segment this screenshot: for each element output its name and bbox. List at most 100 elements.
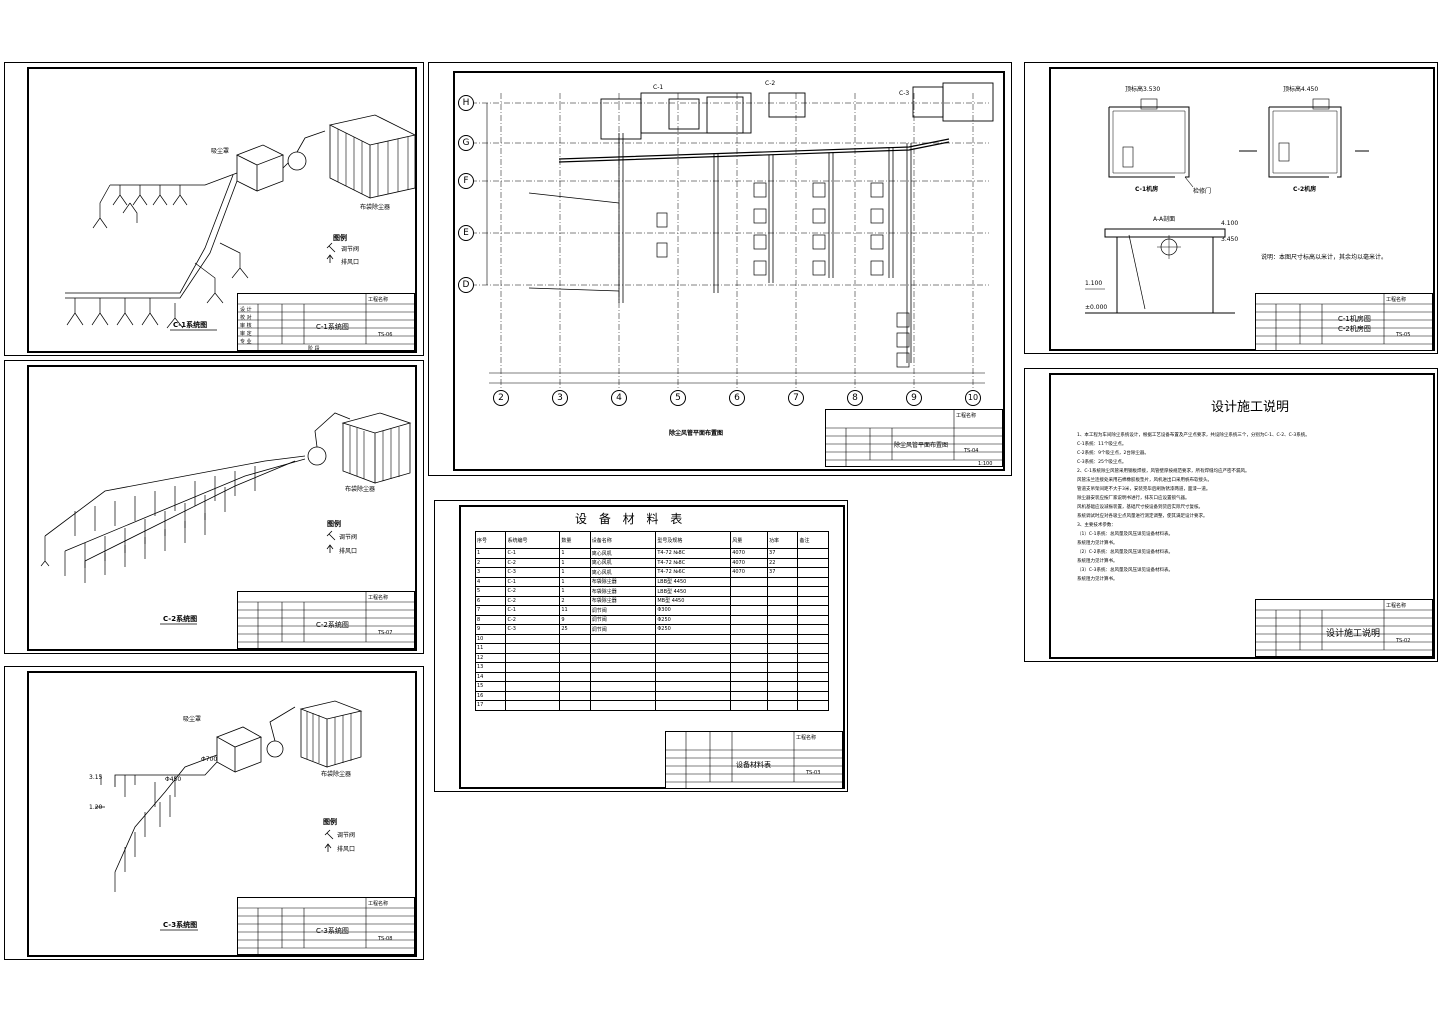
- cell: 11: [559, 605, 591, 616]
- cell: 4070: [730, 548, 769, 559]
- note-line: 1、本工程为车间除尘系统设计，根据工艺设备布置及产尘点要求，共设除尘系统三个，分…: [1077, 433, 1310, 438]
- cell: [797, 605, 829, 616]
- cell: 11: [474, 643, 507, 654]
- cell: 13: [474, 662, 507, 673]
- c3-legend-exhaust: 排风口: [337, 846, 356, 853]
- table-row: 13: [474, 662, 829, 673]
- header-cell: 型号及规格: [655, 531, 732, 549]
- c3-dim3: Φ450: [165, 776, 182, 783]
- detail-elev2: 3.450: [1221, 236, 1239, 243]
- cell: 离心风机: [589, 567, 657, 578]
- materials-title: 设 备 材 料 表: [575, 512, 687, 526]
- c1-title-block: 工程名称 设 计 校 对 审 核 审 定 专 业 C-1系统图 TS-06 阶 …: [237, 293, 415, 352]
- cell: 1: [559, 557, 591, 568]
- cell: [797, 662, 829, 673]
- cell: [767, 652, 799, 663]
- cell: [730, 690, 769, 701]
- tb-drawing-no: TS-08: [378, 936, 393, 942]
- detail-title-block: 工程名称 C-1机房图 C-2机房图 TS-05: [1255, 293, 1433, 351]
- sheet-c2-system: 布袋除尘器 图例 调节阀 排风口 C-2系统图 工程名称 C-2系统图 TS-0…: [4, 360, 424, 654]
- header-cell: 备注: [797, 531, 829, 549]
- cell: [505, 633, 561, 644]
- note-line: （2）C-2系统：总风量及风压详见设备材料表。: [1077, 550, 1173, 555]
- cell: C-2: [505, 557, 561, 568]
- cell: [505, 662, 561, 673]
- sheet-c1-system: 吸尘罩 布袋除尘器 图例 调节阀 排风口 C-1系统图 工程名称 设 计 校 对…: [4, 62, 424, 356]
- cell: [730, 662, 769, 673]
- cell: [505, 671, 561, 682]
- note-line: 系统阻力见计算书。: [1077, 559, 1118, 564]
- cell: 2: [559, 595, 591, 606]
- axis-10: 10: [965, 390, 981, 406]
- note-line: C-3系统：25个吸尘点。: [1077, 460, 1127, 465]
- cell: T4-72 №8C: [655, 557, 732, 568]
- cell: [589, 652, 657, 663]
- cell: [797, 690, 829, 701]
- tb-project: 工程名称: [1386, 603, 1407, 609]
- cell: [797, 548, 829, 559]
- tb-drawing-name: C-2系统图: [316, 621, 349, 629]
- table-header: 序号 系统编号 数量 设备名称 型号及规格 风量 功率 备注: [474, 531, 829, 549]
- plan-title-block: 工程名称 除尘风管平面布置图 TS-04 1:100: [825, 409, 1003, 467]
- tb-drawing-name-1: C-1机房图: [1338, 315, 1371, 323]
- c3-legend-title: 图例: [323, 818, 337, 826]
- c3-collector-label: 布袋除尘器: [321, 771, 352, 778]
- axis-7: 7: [788, 390, 804, 406]
- tb-drawing-no: TS-04: [964, 448, 979, 454]
- cell: 4070: [730, 557, 769, 568]
- cell: [559, 652, 591, 663]
- c1-hood-label: 吸尘罩: [211, 148, 230, 155]
- c1-system-drawing: [65, 114, 417, 331]
- cell: 14: [474, 671, 507, 682]
- cell: [767, 633, 799, 644]
- tb-scale: 1:100: [978, 461, 993, 467]
- cell: C-1: [505, 605, 561, 616]
- detail-elev4: ±0.000: [1085, 304, 1108, 311]
- cell: 布袋除尘器: [589, 576, 657, 587]
- header-cell: 风量: [730, 531, 769, 549]
- cell: [655, 671, 732, 682]
- cell: 37: [767, 548, 799, 559]
- cell: Φ300: [655, 605, 732, 616]
- cell: [797, 595, 829, 606]
- cell: [559, 633, 591, 644]
- cell: 调节阀: [589, 605, 657, 616]
- cell: [767, 624, 799, 635]
- sheet-detail: 顶标高3.530 顶标高4.450 检修门 C-1机房 C-2机房 A-A剖面 …: [1024, 62, 1438, 354]
- detail-c1-label: C-1机房: [1135, 186, 1159, 193]
- cell: T4-72 №6C: [655, 567, 732, 578]
- cell: 3: [474, 567, 507, 578]
- cell: [730, 652, 769, 663]
- tb-drawing-name: 设备材料表: [736, 761, 771, 769]
- cell: [559, 643, 591, 654]
- c3-dim2: 1.20: [89, 804, 103, 811]
- cell: C-2: [505, 586, 561, 597]
- tb-drawing-name: 除尘风管平面布置图: [894, 442, 949, 449]
- header-cell: 功率: [767, 531, 799, 549]
- table-row: 11: [474, 643, 829, 654]
- cell: [797, 681, 829, 692]
- cell: [767, 605, 799, 616]
- sheet-materials: 设 备 材 料 表 序号 系统编号 数量 设备名称 型号及规格 风量 功率 备注…: [434, 500, 848, 792]
- table-row: 16: [474, 690, 829, 701]
- cell: [505, 700, 561, 711]
- cell: [797, 633, 829, 644]
- detail-elev3: 1.100: [1085, 280, 1103, 287]
- tb-drawing-no: TS-02: [1396, 638, 1411, 644]
- cell: [797, 614, 829, 625]
- plan-unit-c3: C-3: [899, 90, 910, 97]
- cell: [655, 700, 732, 711]
- cell: 1: [559, 576, 591, 587]
- axis-G: G: [458, 135, 474, 151]
- cell: [797, 624, 829, 635]
- tb-drawing-no: TS-06: [378, 332, 393, 338]
- cell: [797, 652, 829, 663]
- sheet-frame: [1049, 67, 1435, 351]
- cell: [797, 700, 829, 711]
- c3-caption: C-3系统图: [163, 921, 198, 929]
